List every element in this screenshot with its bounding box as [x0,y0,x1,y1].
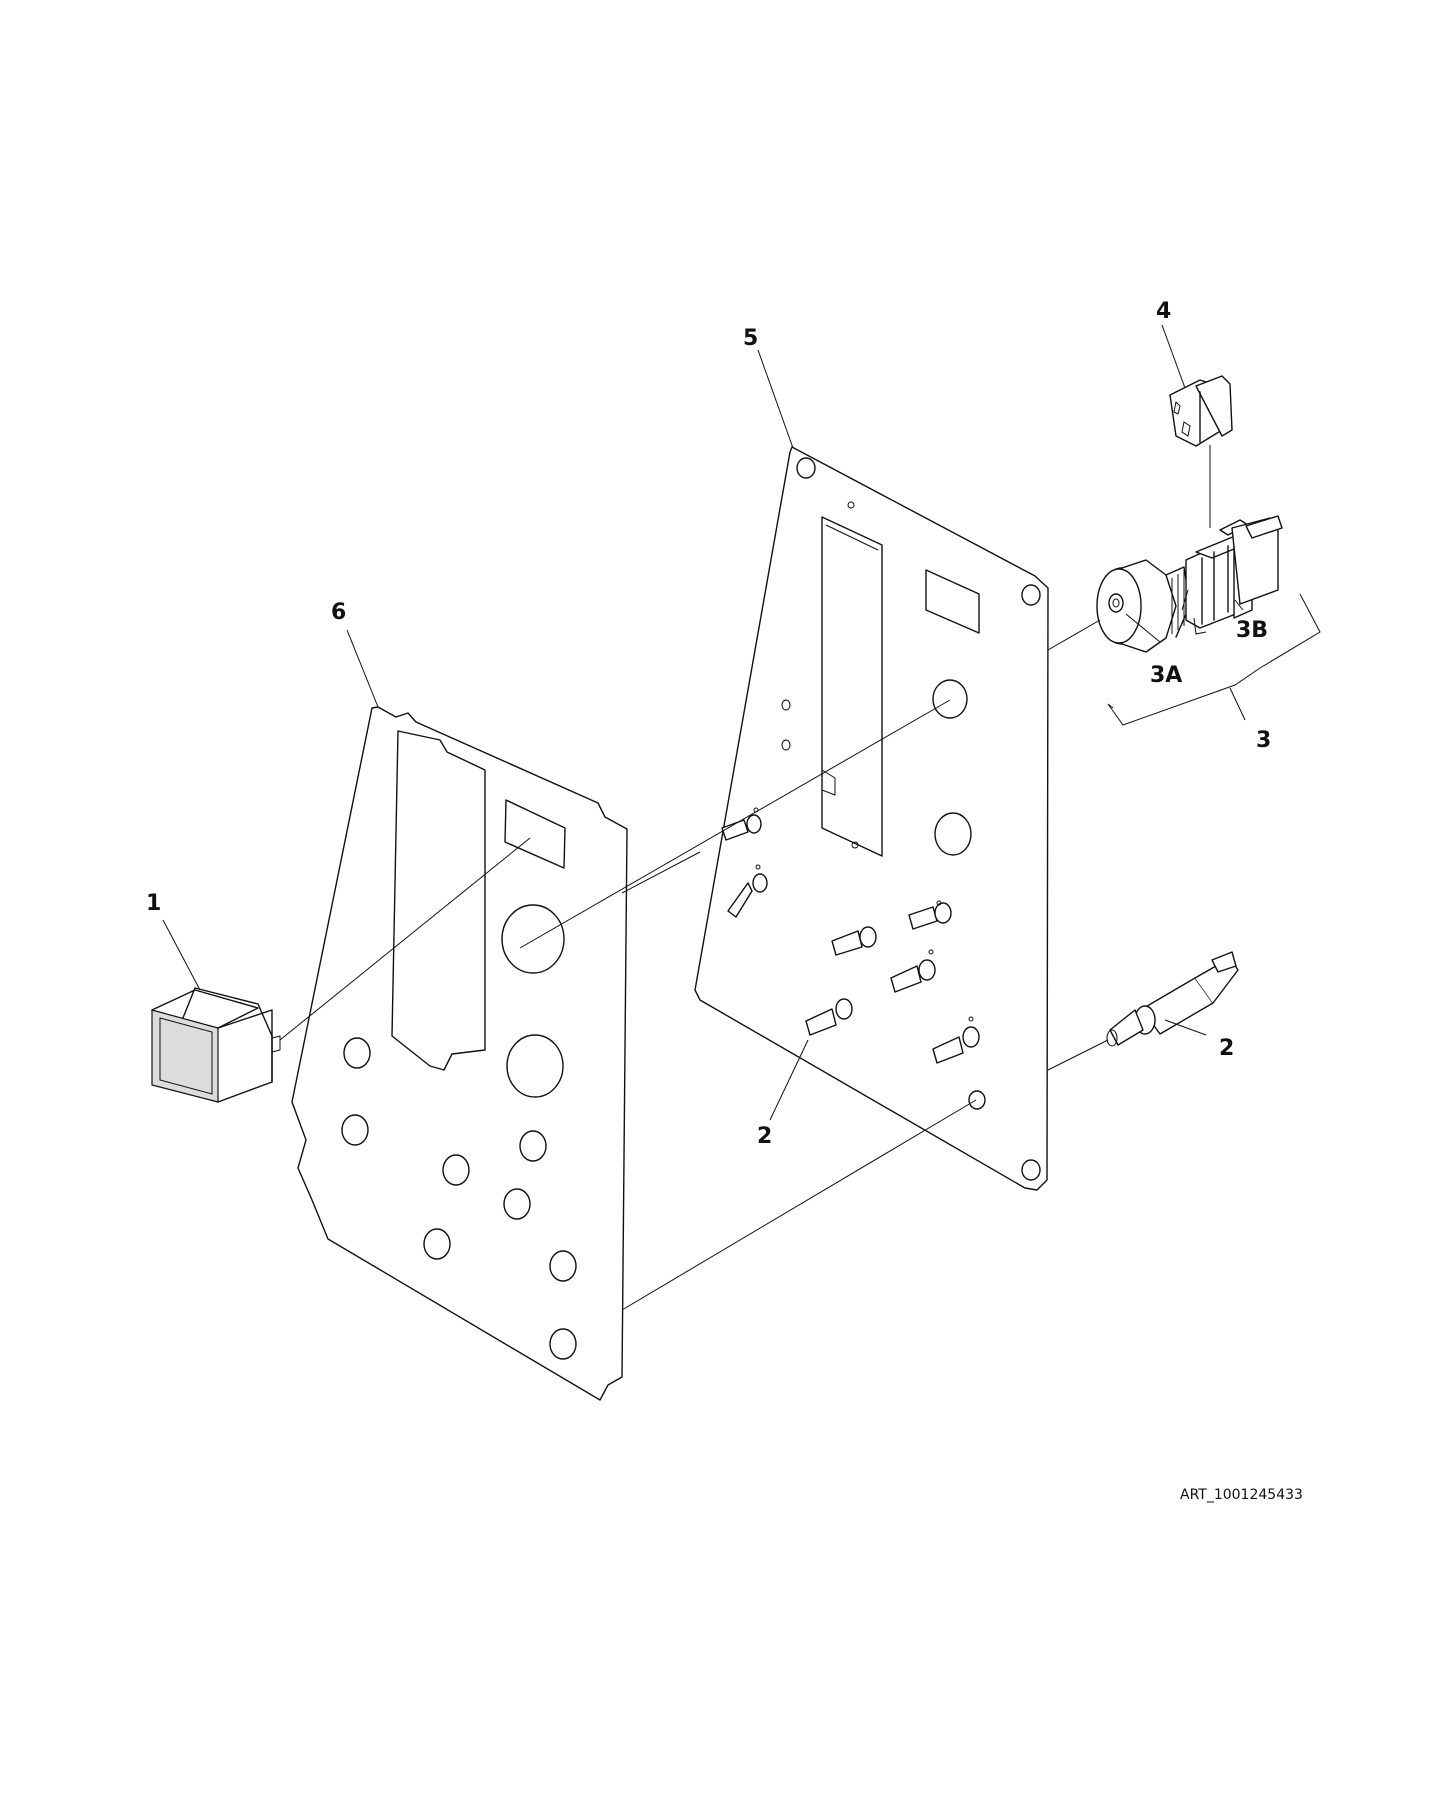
contact-block-icon [1169,375,1233,447]
callout-2-left-label: 2 [757,1124,773,1149]
callout-3a-label: 3A [1150,663,1183,688]
callout-6-label: 6 [331,600,347,625]
toggle-switch-icon [1106,951,1239,1047]
contact-block-icon [1181,515,1283,635]
callout-3-label: 3 [1256,728,1272,753]
callout-5-label: 5 [743,326,759,351]
callout-3b-label: 3B [1236,618,1269,643]
toggle-switch-icon [721,807,980,1064]
mushroom-button-icon [1096,559,1191,653]
leader-lines [162,324,1321,1311]
callout-2-right-label: 2 [1219,1036,1235,1061]
control-panel-plate-icon [694,446,1049,1191]
callout-1-label: 1 [146,891,162,916]
art-reference-id: ART_1001245433 [1180,1487,1303,1503]
callout-4-label: 4 [1156,299,1172,324]
rocker-switch-icon [151,987,281,1103]
panel-gasket-icon [291,706,628,1401]
